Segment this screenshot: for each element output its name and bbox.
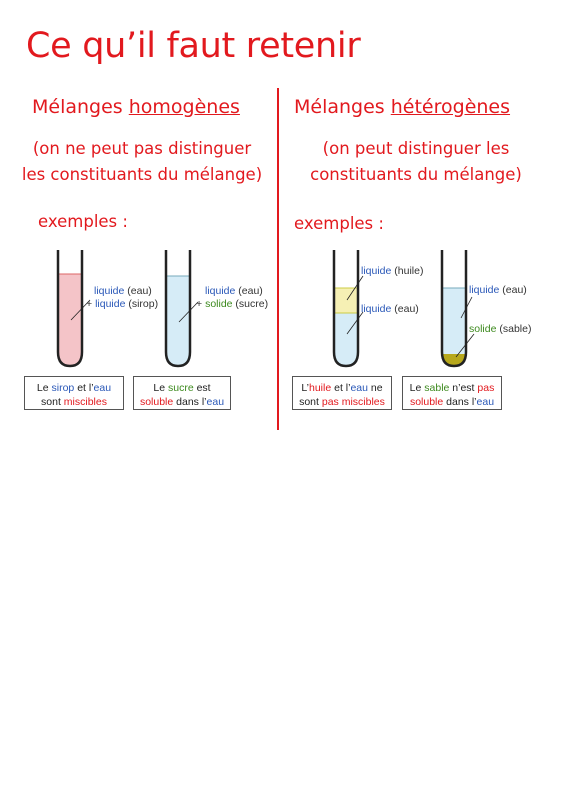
tube-sand-deposit xyxy=(442,354,466,366)
subtitle-homogenes: (on ne peut pas distinguer les constitua… xyxy=(10,136,274,188)
label-detail: (huile) xyxy=(391,265,424,277)
tube-glass xyxy=(440,250,468,368)
tube-huile-eau xyxy=(332,250,364,368)
pointer-line xyxy=(178,301,199,323)
caption-text: soluble xyxy=(409,396,444,408)
caption-text: eau xyxy=(206,396,225,408)
tube-label: solide (sable) xyxy=(469,323,531,336)
caption-text: est xyxy=(193,382,211,394)
label-detail: (eau) xyxy=(499,284,527,296)
tube-liquid xyxy=(58,274,82,366)
caption-text: eau xyxy=(93,382,112,394)
label-solide: solide xyxy=(205,298,233,310)
tube-label: liquide (eau) xyxy=(361,303,419,316)
label-liquide: liquide xyxy=(469,284,500,296)
caption-text: sont xyxy=(41,396,64,408)
tube-sable-eau xyxy=(440,250,475,368)
pointer-line xyxy=(346,311,364,335)
subtitle-line: les constituants du mélange) xyxy=(21,165,263,184)
subtitle-line: (on peut distinguer les xyxy=(322,139,510,158)
page-title: Ce qu’il faut retenir xyxy=(26,26,361,66)
subtitle-line: (on ne peut pas distinguer xyxy=(32,139,252,158)
caption-huile-eau: L’huile et l’eau ne sont pas miscibles xyxy=(292,376,392,410)
caption-text: pas xyxy=(477,382,495,394)
label-plus: + xyxy=(86,298,96,310)
caption-text: et l’ xyxy=(74,382,94,394)
heading-prefix: Mélanges xyxy=(32,96,129,118)
caption-sirop-eau: Le sirop et l’eau sont miscibles xyxy=(24,376,124,410)
tube-oil-layer xyxy=(334,288,358,313)
label-detail: (sirop) xyxy=(125,298,159,310)
subtitle-heterogenes: (on peut distinguer les constituants du … xyxy=(280,136,552,188)
label-detail: (sucre) xyxy=(232,298,269,310)
caption-text: et l’ xyxy=(331,382,351,394)
label-detail: (eau) xyxy=(391,303,419,315)
tube-glass xyxy=(56,250,84,368)
caption-text: Le xyxy=(153,382,168,394)
label-liquide: liquide xyxy=(95,298,126,310)
heading-keyword: homogènes xyxy=(128,96,240,118)
label-liquide: liquide xyxy=(94,285,125,297)
tube-label: + liquide (sirop) xyxy=(86,298,158,311)
tube-sirop-eau xyxy=(56,250,91,368)
examples-label: exemples : xyxy=(294,214,384,233)
heading-homogenes: Mélanges homogènes xyxy=(32,95,240,119)
label-detail: (eau) xyxy=(235,285,263,297)
tube-glass xyxy=(332,250,360,368)
tube-sucre-eau xyxy=(164,250,199,368)
caption-text: eau xyxy=(350,382,368,394)
heading-prefix: Mélanges xyxy=(294,96,391,118)
caption-text: pas miscibles xyxy=(321,396,385,408)
caption-sable-eau: Le sable n’est pas soluble dans l’eau xyxy=(402,376,502,410)
tube-label: liquide (huile) xyxy=(361,265,423,278)
caption-text: miscibles xyxy=(63,396,107,408)
tube-label: + solide (sucre) xyxy=(196,298,268,311)
tube-water xyxy=(442,288,466,366)
caption-text: sable xyxy=(424,382,450,394)
caption-text: n’est xyxy=(449,382,478,394)
caption-sucre-eau: Le sucre est soluble dans l’eau xyxy=(133,376,231,410)
heading-keyword: hétérogènes xyxy=(390,96,511,118)
subtitle-line: constituants du mélange) xyxy=(310,165,522,184)
heading-heterogenes: Mélanges hétérogènes xyxy=(294,95,510,119)
caption-text: L’ xyxy=(301,382,309,394)
tube-glass xyxy=(164,250,192,368)
caption-text: ne xyxy=(367,382,383,394)
label-detail: (sable) xyxy=(496,323,532,335)
caption-text: dans l’ xyxy=(443,396,477,408)
caption-text: dans l’ xyxy=(173,396,207,408)
tube-label: liquide (eau) xyxy=(94,285,152,298)
caption-text: sucre xyxy=(167,382,194,394)
label-plus: + xyxy=(196,298,206,310)
caption-text: Le xyxy=(409,382,425,394)
caption-text: eau xyxy=(476,396,495,408)
examples-label: exemples : xyxy=(38,212,128,231)
pointer-line xyxy=(455,333,475,358)
tube-label: liquide (eau) xyxy=(469,284,527,297)
pointer-line xyxy=(346,275,364,301)
caption-text: sirop xyxy=(51,382,75,394)
label-liquide: liquide xyxy=(361,265,392,277)
caption-text: soluble xyxy=(139,396,174,408)
label-liquide: liquide xyxy=(205,285,236,297)
caption-text: sont xyxy=(299,396,322,408)
tube-water-layer xyxy=(334,313,358,366)
caption-text: huile xyxy=(309,382,332,394)
tube-liquid xyxy=(166,276,190,366)
column-divider xyxy=(277,88,279,430)
label-solide: solide xyxy=(469,323,497,335)
label-liquide: liquide xyxy=(361,303,392,315)
pointer-line xyxy=(460,296,473,319)
pointer-line xyxy=(70,299,91,321)
label-detail: (eau) xyxy=(124,285,152,297)
caption-text: Le xyxy=(36,382,52,394)
tube-label: liquide (eau) xyxy=(205,285,263,298)
